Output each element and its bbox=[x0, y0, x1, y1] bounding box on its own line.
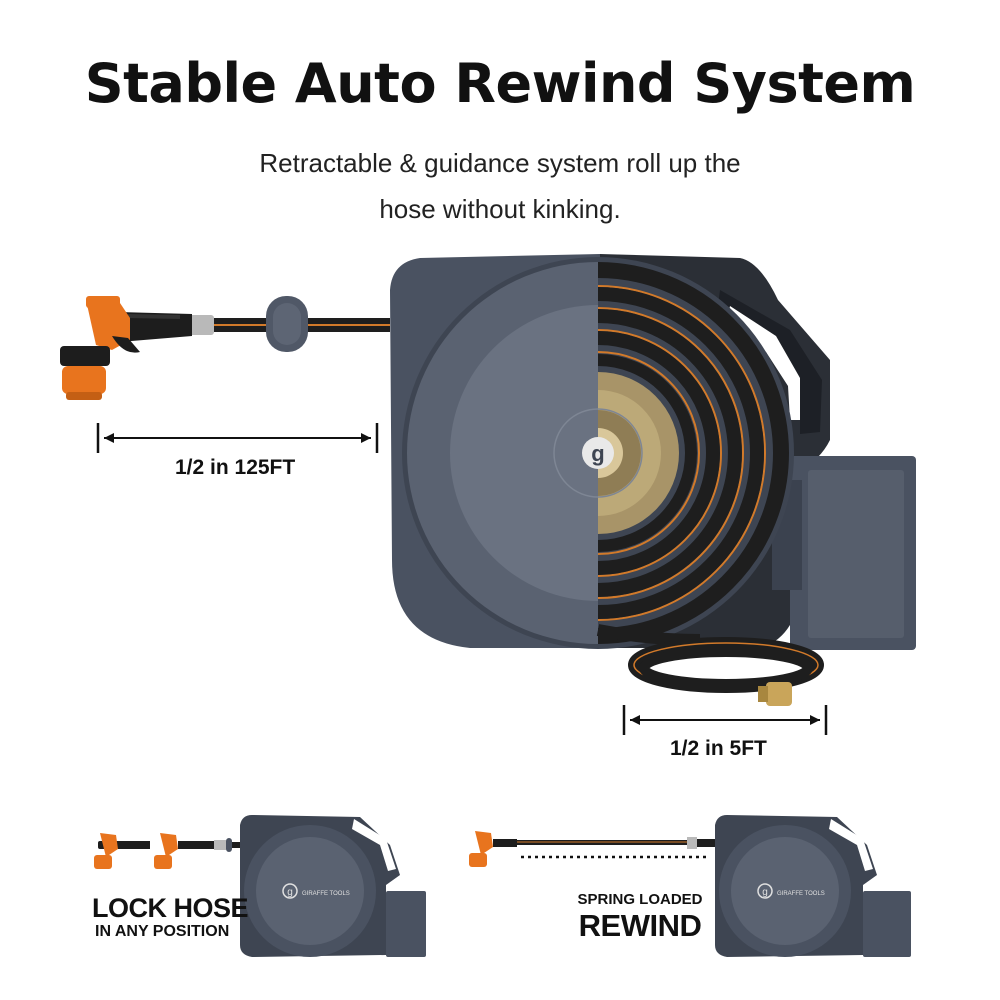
page-title: Stable Auto Rewind System bbox=[84, 52, 916, 115]
logo-letter: g bbox=[591, 441, 604, 466]
leader-hose-length-label: 1/2 in 5FT bbox=[670, 737, 767, 760]
brass-connector-icon bbox=[758, 682, 792, 706]
leader-hose bbox=[596, 624, 824, 693]
small-reel: g GIRAFFE TOOLS bbox=[240, 815, 426, 957]
small-logo-letter-2: g bbox=[762, 887, 768, 898]
coiled-hose-cutaway bbox=[597, 262, 789, 644]
hose-length-dimension bbox=[96, 423, 379, 453]
hose-stopper-icon bbox=[266, 296, 308, 352]
subtitle: Retractable & guidance system roll up th… bbox=[200, 140, 800, 232]
small-nozzle-icon-3 bbox=[469, 831, 517, 867]
wall-bracket bbox=[772, 456, 916, 650]
small-reel-label: GIRAFFE TOOLS bbox=[302, 891, 350, 897]
lock-hose-label: LOCK HOSE bbox=[92, 893, 249, 923]
lock-hose-illustration: g GIRAFFE TOOLS bbox=[94, 815, 426, 957]
spring-loaded-label: SPRING LOADED bbox=[577, 891, 703, 908]
extended-hose-small bbox=[517, 837, 715, 849]
subtitle-line-1: Retractable & guidance system roll up th… bbox=[259, 148, 741, 178]
small-nozzle-icon bbox=[94, 833, 150, 869]
small-logo-letter: g bbox=[287, 887, 293, 898]
subtitle-line-2: hose without kinking. bbox=[379, 194, 621, 224]
small-nozzle-icon-2 bbox=[154, 833, 240, 869]
spray-nozzle-icon bbox=[60, 296, 214, 400]
leader-length-dimension bbox=[622, 705, 828, 735]
hose-length-label: 1/2 in 125FT bbox=[175, 456, 296, 479]
lock-hose-sublabel: IN ANY POSITION bbox=[95, 923, 230, 940]
spring-rewind-illustration: g GIRAFFE TOOLS bbox=[469, 815, 911, 957]
small-reel-label-2: GIRAFFE TOOLS bbox=[777, 891, 825, 897]
small-reel-2: g GIRAFFE TOOLS bbox=[715, 815, 911, 957]
hero-reel-illustration: g bbox=[60, 254, 916, 735]
logo-icon: g bbox=[553, 408, 643, 498]
rewind-label: REWIND bbox=[578, 908, 702, 943]
